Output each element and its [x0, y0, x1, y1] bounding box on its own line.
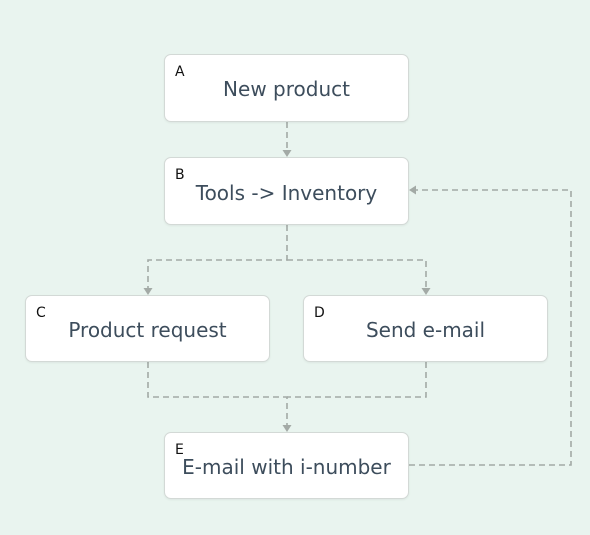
edge-b-d: [287, 259, 427, 288]
node-product-request[interactable]: C Product request: [25, 295, 270, 362]
edge-b-c: [147, 225, 288, 288]
arrowhead-e-b: [409, 185, 416, 195]
node-label: Send e-mail: [365, 317, 486, 342]
node-label: Product request: [68, 317, 227, 342]
node-id-label: E: [175, 442, 184, 458]
node-new-product[interactable]: A New product: [164, 54, 409, 122]
node-send-email[interactable]: D Send e-mail: [303, 295, 548, 362]
node-label: E-mail with i-number: [182, 455, 391, 480]
node-label: New product: [223, 77, 350, 102]
node-id-label: C: [36, 305, 46, 321]
arrowhead-b-d: [421, 288, 431, 295]
edge-c-e: [147, 362, 288, 425]
arrowhead-b-c: [143, 288, 153, 295]
node-id-label: B: [175, 167, 185, 183]
node-email-i-number[interactable]: E E-mail with i-number: [164, 432, 409, 499]
node-tools-inventory[interactable]: B Tools -> Inventory: [164, 157, 409, 225]
arrowhead-merge-e: [282, 425, 292, 432]
node-id-label: A: [175, 64, 185, 80]
node-label: Tools -> Inventory: [195, 180, 378, 205]
edge-e-b: [409, 189, 572, 466]
edge-d-e: [287, 362, 427, 398]
arrowhead-a-b: [282, 150, 292, 157]
node-id-label: D: [314, 305, 325, 321]
